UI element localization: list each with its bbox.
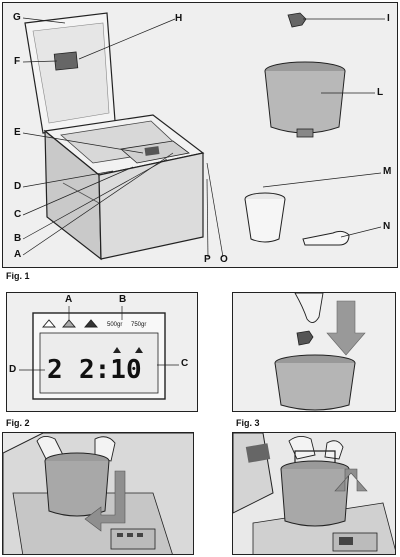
label-O: O	[220, 254, 228, 265]
down-arrow-icon	[326, 300, 366, 356]
insert-pan-panel	[2, 432, 194, 555]
crust-dark-icon	[84, 319, 98, 328]
label-L: L	[377, 87, 384, 98]
label-C: C	[14, 209, 22, 220]
kneading-paddle-icon	[296, 330, 314, 346]
insert-paddle-illustration	[274, 293, 366, 411]
viewing-window	[245, 443, 271, 463]
fig2-panel: A B D C 500gr 750gr 2 2:10	[6, 292, 198, 412]
crust-light-icon	[42, 319, 56, 328]
weight-500-label: 500gr	[107, 322, 123, 328]
lcd-screen	[39, 332, 159, 394]
remove-pan-panel	[232, 432, 396, 555]
fig3-caption: Fig. 3	[236, 418, 260, 428]
label-D: D	[9, 364, 17, 375]
label-F: F	[14, 56, 21, 67]
label-E: E	[14, 127, 21, 138]
program-number: 2	[47, 355, 63, 385]
viewing-window	[53, 51, 79, 71]
baking-pan-icon	[44, 460, 110, 517]
label-B: B	[119, 294, 127, 305]
label-B: B	[14, 233, 22, 244]
label-G: G	[13, 12, 21, 23]
label-H: H	[175, 13, 183, 24]
label-M: M	[383, 166, 392, 177]
label-P: P	[204, 254, 211, 265]
insert-pan-illustration	[3, 433, 193, 554]
hand-icon	[294, 293, 324, 323]
lcd-display-illustration	[19, 306, 179, 400]
measuring-cup-icon	[244, 198, 286, 243]
label-A: A	[65, 294, 73, 305]
label-I: I	[387, 13, 390, 24]
indicator-arrow-icon	[113, 347, 121, 353]
crust-medium-icon	[62, 319, 76, 328]
up-arrow-icon	[334, 468, 368, 492]
fig1-panel: G H F I L E D C B A P O M N	[2, 2, 398, 268]
kneading-paddle-icon	[287, 12, 307, 28]
label-C: C	[181, 358, 189, 369]
label-A: A	[14, 249, 22, 260]
measuring-spoon-icon	[302, 230, 350, 246]
baking-pan-icon	[264, 70, 346, 134]
remove-pan-illustration	[233, 433, 395, 554]
indicator-arrow-icon	[135, 347, 143, 353]
label-N: N	[383, 221, 391, 232]
weight-750-label: 750gr	[131, 322, 147, 328]
hand-icon	[324, 440, 344, 460]
fig1-caption: Fig. 1	[6, 271, 30, 281]
hand-icon	[288, 436, 316, 460]
control-panel	[110, 528, 156, 550]
panel-display	[144, 146, 160, 156]
label-D: D	[14, 181, 22, 192]
baking-pan-icon	[280, 468, 350, 527]
time-readout: 2:10	[79, 355, 142, 385]
fig2-caption: Fig. 2	[6, 418, 30, 428]
bread-maker-illustration	[22, 12, 385, 261]
fig3-panel	[232, 292, 396, 412]
insert-arrow-icon	[84, 470, 126, 532]
baking-pan-icon	[274, 362, 356, 411]
